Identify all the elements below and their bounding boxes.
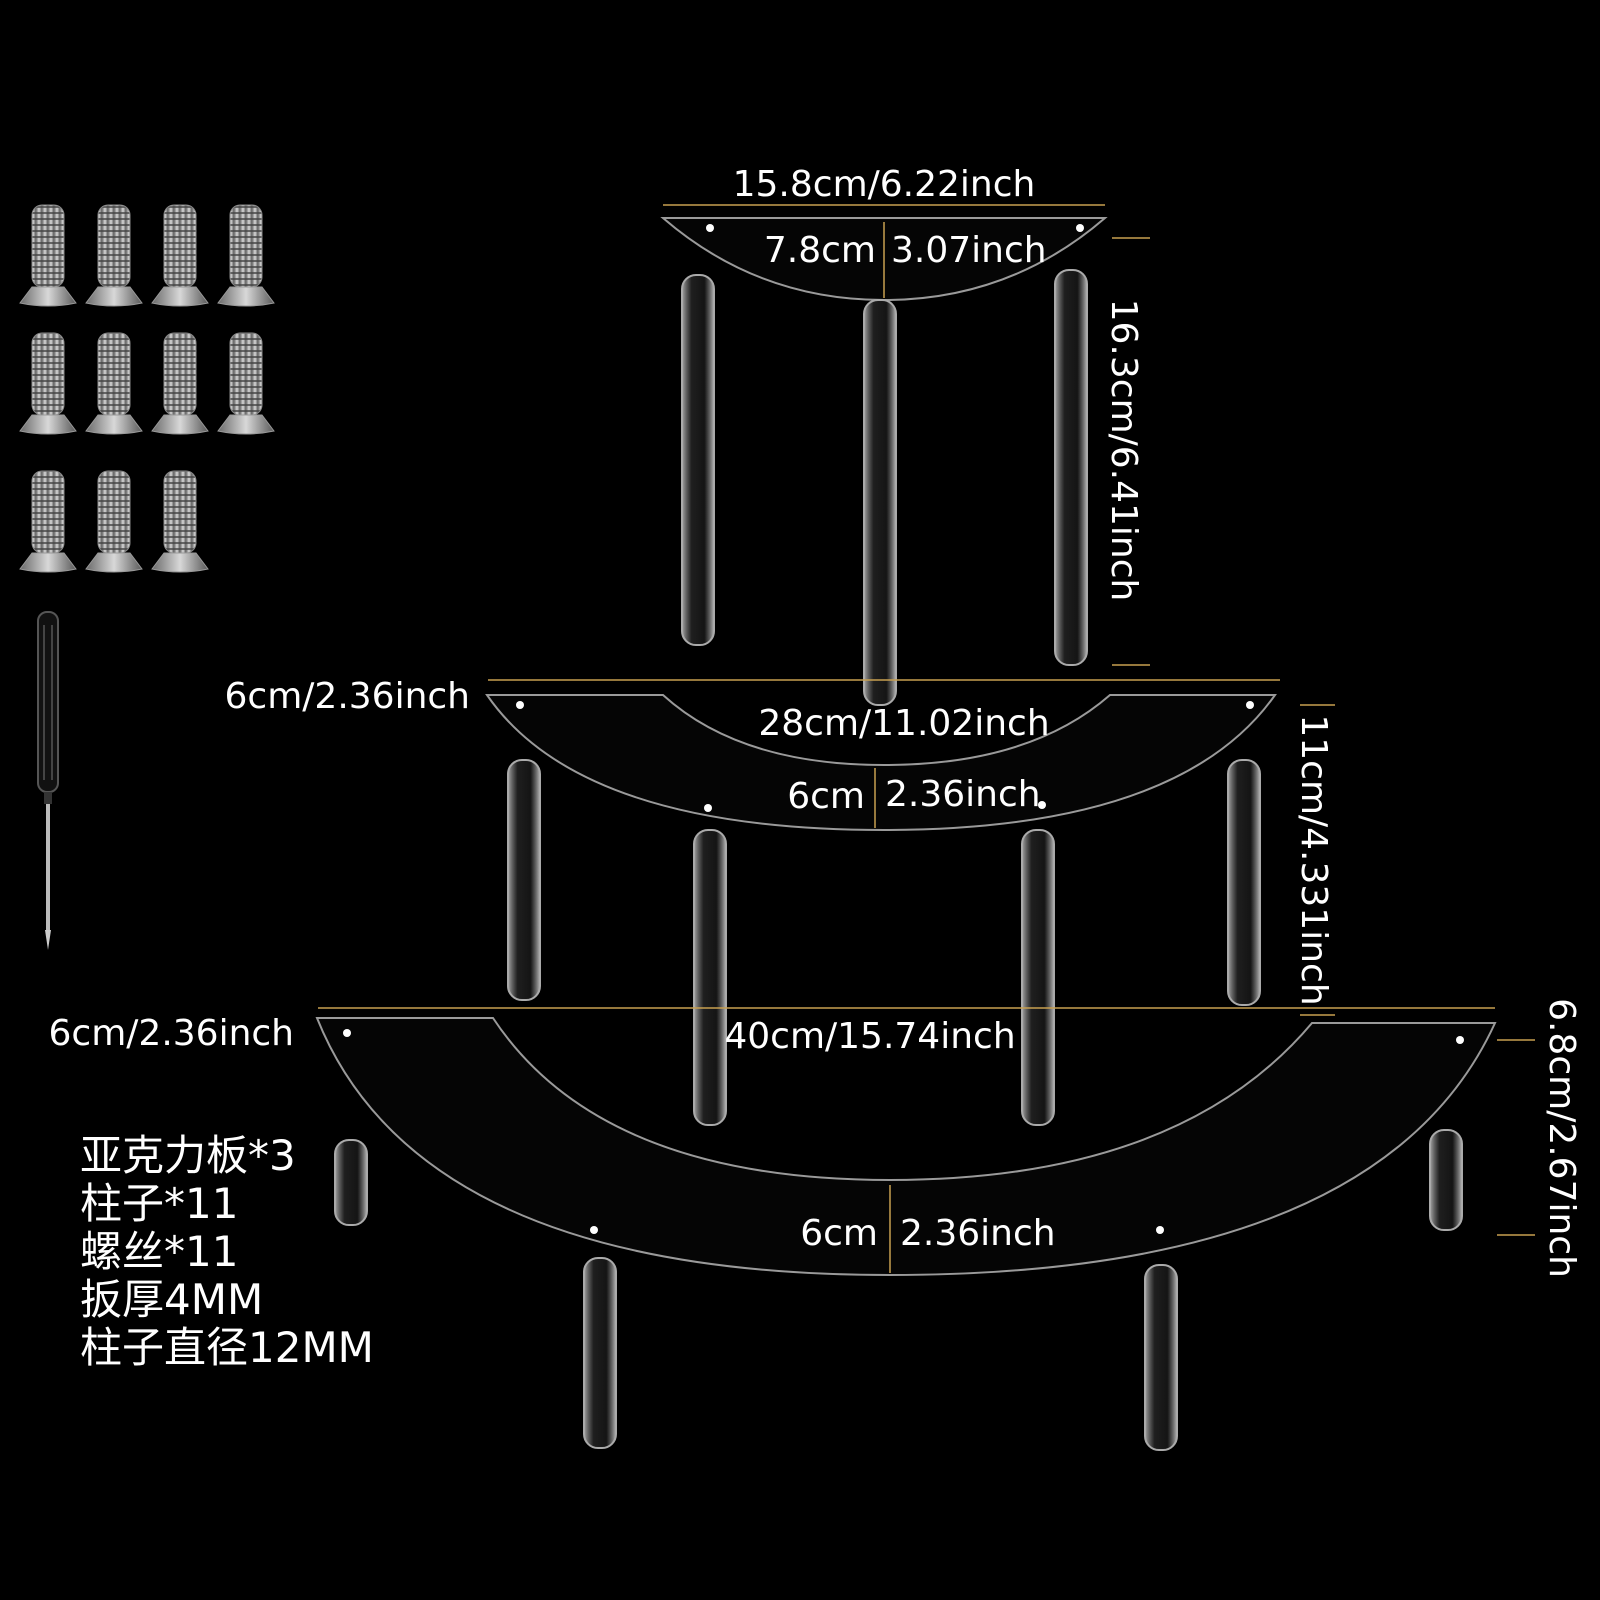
bottom-leg-4 [1144,1264,1178,1451]
screwdriver-icon [37,611,59,950]
parts-list-item: 柱子*11 [80,1179,239,1228]
bottom-depth-cm-label: 6cm [800,1213,878,1254]
screw-icon [19,332,77,435]
screw-icon [19,204,77,307]
screw-icon [85,470,143,573]
screw-icon [217,332,275,435]
middle-leg-1 [507,759,541,1001]
middle-width-label: 28cm/11.02inch [758,703,1049,744]
parts-list: 亚克力板*3 柱子*11 螺丝*11 扳厚4MM 柱子直径12MM [80,1132,374,1372]
screw-icon [151,332,209,435]
middle-tier [485,694,1277,1126]
bottom-tier [315,1017,1497,1451]
bottom-depth-inch-label: 2.36inch [900,1213,1056,1254]
top-leg-left [681,274,715,646]
parts-list-item: 扳厚4MM [80,1275,264,1324]
middle-leg-4 [1227,759,1261,1006]
top-height-label: 16.3cm/6.41inch [1103,299,1144,602]
bottom-cutout-label: 6cm/2.36inch [49,1013,294,1054]
bottom-shelf [315,1017,1497,1277]
middle-leg-2 [693,829,727,1126]
top-width-label: 15.8cm/6.22inch [733,164,1036,205]
screw-icon [19,470,77,573]
parts-list-item: 亚克力板*3 [80,1131,296,1180]
bottom-width-label: 40cm/15.74inch [724,1016,1015,1057]
screw-icon [151,204,209,307]
middle-leg-3 [1021,829,1055,1126]
screw-icon [85,204,143,307]
bottom-leg-1 [334,1139,368,1226]
middle-depth-inch-label: 2.36inch [885,774,1041,815]
screw-icon [217,204,275,307]
screw-icon [85,332,143,435]
screws-group [19,204,275,573]
top-leg-right [1054,269,1088,666]
bottom-leg-2 [1429,1129,1463,1231]
middle-depth-cm-label: 6cm [787,776,865,817]
middle-height-label: 11cm/4.331inch [1293,714,1334,1005]
bottom-height-label: 6.8cm/2.67inch [1541,998,1582,1278]
top-depth-inch-label: 3.07inch [891,230,1047,271]
parts-list-item: 螺丝*11 [80,1227,239,1276]
parts-list-item: 柱子直径12MM [80,1323,374,1372]
middle-shelf [485,694,1277,832]
top-depth-cm-label: 7.8cm [764,230,876,271]
screw-icon [151,470,209,573]
middle-cutout-label: 6cm/2.36inch [225,676,470,717]
bottom-leg-3 [583,1257,617,1449]
dimension-lines [318,204,1535,1273]
top-leg-center [863,299,897,706]
